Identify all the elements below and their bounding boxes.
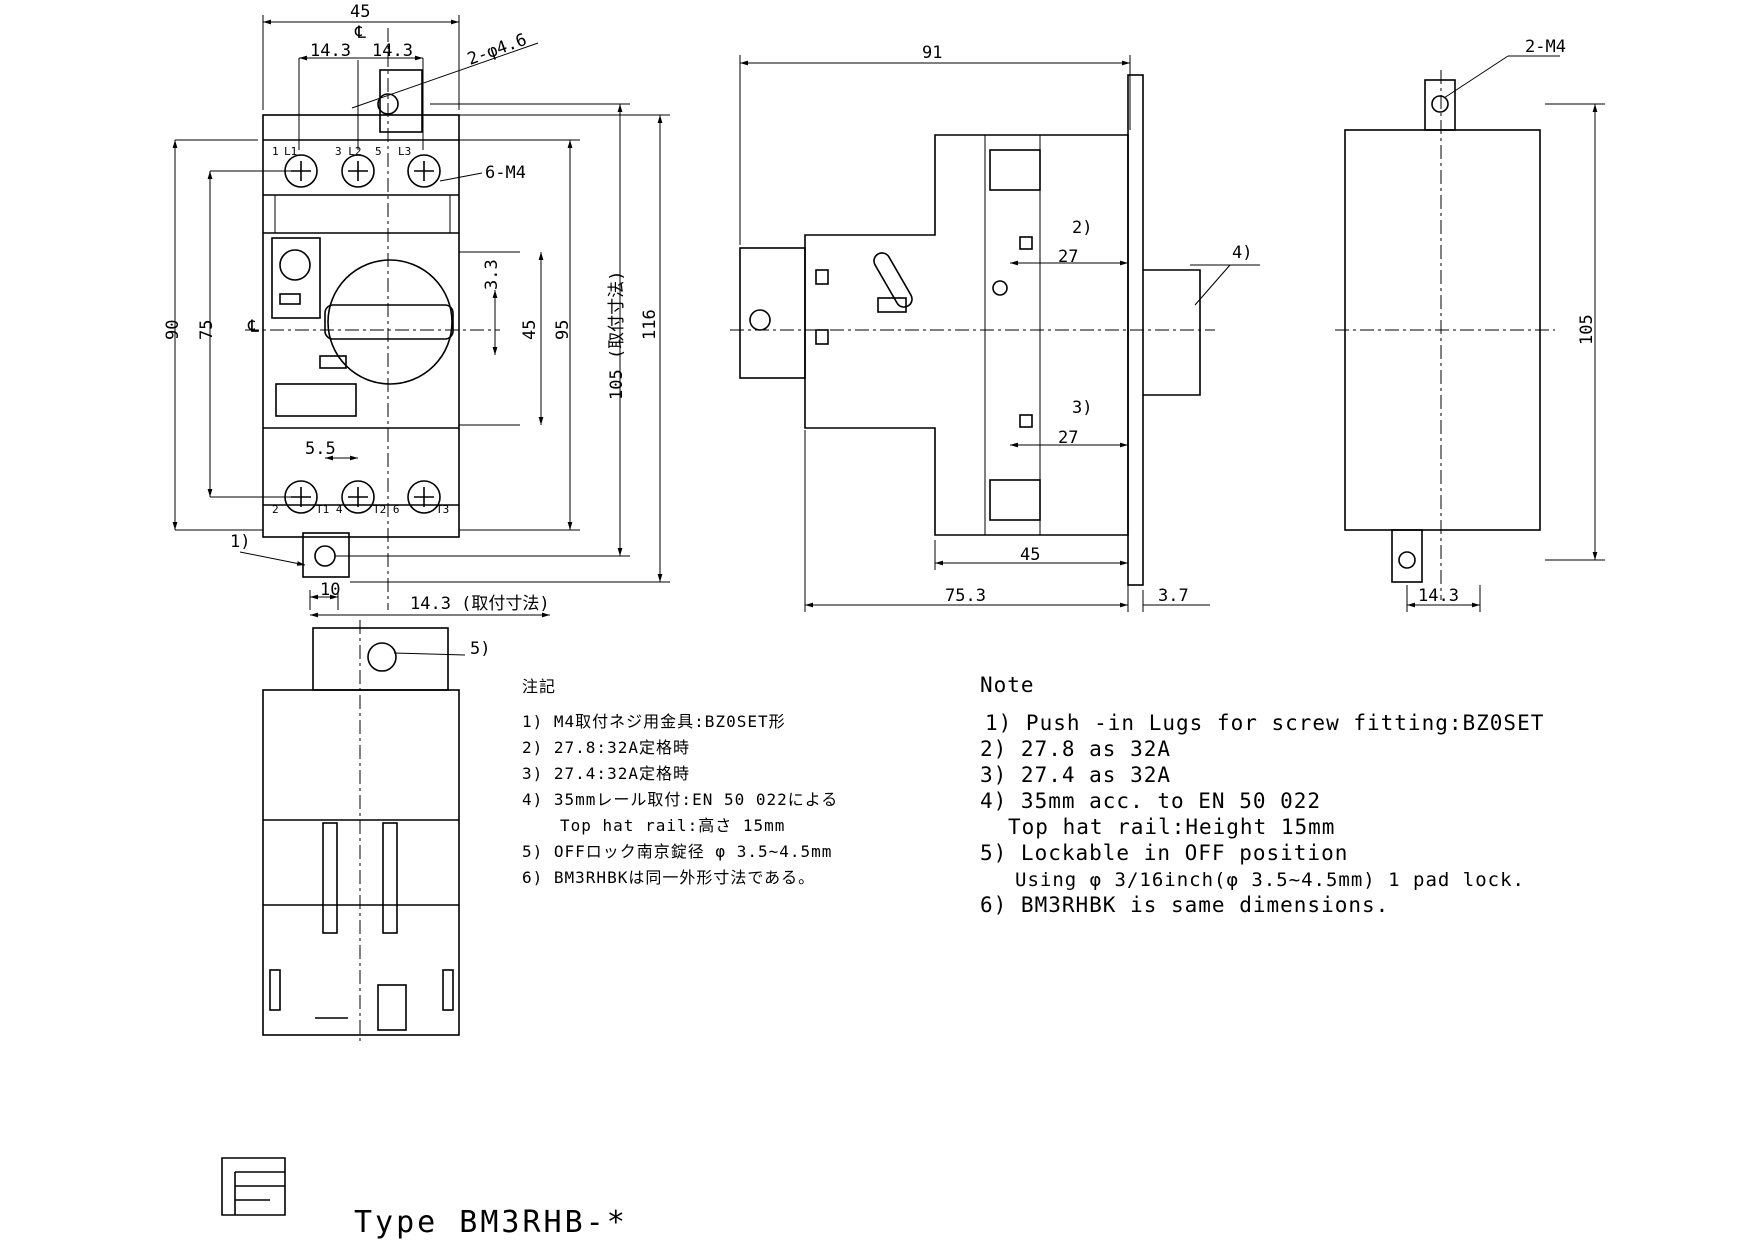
svg-text:2: 2 xyxy=(272,503,279,516)
note-ref-4: 4) xyxy=(1232,243,1252,263)
bottom-view xyxy=(262,620,466,1045)
note-ref-3: 3) xyxy=(1072,398,1092,418)
dim-width-45: 45 xyxy=(350,2,370,22)
notes-jp-4: 4) 35mmレール取付:EN 50 022による xyxy=(522,790,838,809)
side-view-dimensions xyxy=(739,55,1260,612)
notes-japanese: 注記 1) M4取付ネジ用金具:BZ0SET形 2) 27.8:32A定格時 3… xyxy=(522,677,838,887)
notes-english: Note 1) Push -in Lugs for screw fitting:… xyxy=(980,673,1544,917)
svg-text:T2 6: T2 6 xyxy=(373,503,400,516)
dim-27-top: 27 xyxy=(1058,247,1078,267)
front-view-dimensions xyxy=(172,15,670,618)
notes-en-5b: Using φ 3/16inch(φ 3.5~4.5mm) 1 pad lock… xyxy=(1015,869,1525,891)
notes-en-4: 4) 35mm acc. to EN 50 022 xyxy=(980,789,1321,813)
dim-10: 10 xyxy=(320,580,340,600)
front-view xyxy=(245,28,500,610)
dim-3-7: 3.7 xyxy=(1158,586,1189,606)
dim-pitch-right: 14.3 xyxy=(372,41,413,61)
svg-text:L1: L1 xyxy=(284,145,297,158)
notes-en-6: 6) BM3RHBK is same dimensions. xyxy=(980,893,1389,917)
svg-text:1: 1 xyxy=(272,145,279,158)
notes-jp-4b: Top hat rail:高さ 15mm xyxy=(560,816,785,835)
terminal-labels: 1 L1 3 L2 5 L3 2 T1 4 T2 6 T3 xyxy=(272,145,449,516)
notes-en-title: Note xyxy=(980,673,1035,697)
svg-text:T3: T3 xyxy=(436,503,449,516)
notes-jp-5: 5) OFFロック南京錠径 φ 3.5~4.5mm xyxy=(522,842,832,861)
note-ref-1: 1) xyxy=(230,532,250,552)
dim-105-mount: 105 (取付寸法) xyxy=(607,271,627,400)
notes-jp-2: 2) 27.8:32A定格時 xyxy=(522,738,690,757)
dim-105-back: 105 xyxy=(1577,314,1597,345)
notes-en-1: 1) Push -in Lugs for screw fitting:BZ0SE… xyxy=(985,711,1544,735)
note-ref-2: 2) xyxy=(1072,218,1092,238)
manufacturer-logo xyxy=(221,1157,286,1216)
dim-95: 95 xyxy=(553,320,573,340)
dim-45-side: 45 xyxy=(1020,545,1040,565)
centerline-mark-left: ℄ xyxy=(247,317,259,337)
svg-text:T1 4: T1 4 xyxy=(316,503,343,516)
notes-jp-1: 1) M4取付ネジ用金具:BZ0SET形 xyxy=(522,712,786,731)
notes-jp-title: 注記 xyxy=(522,677,556,696)
notes-jp-3: 3) 27.4:32A定格時 xyxy=(522,764,690,783)
notes-jp-6: 6) BM3RHBKは同一外形寸法である。 xyxy=(522,868,815,887)
dim-pitch-left: 14.3 xyxy=(310,41,351,61)
dim-45-vertical: 45 xyxy=(520,320,540,340)
dim-116: 116 xyxy=(640,309,660,340)
dim-27-bottom: 27 xyxy=(1058,428,1078,448)
dim-91: 91 xyxy=(922,43,942,63)
svg-text:L3: L3 xyxy=(398,145,411,158)
svg-text:3 L2: 3 L2 xyxy=(335,145,362,158)
dim-back-screws: 2-M4 xyxy=(1525,37,1566,57)
notes-en-5: 5) Lockable in OFF position xyxy=(980,841,1348,865)
note-ref-5: 5) xyxy=(470,639,490,659)
dim-5-5: 5.5 xyxy=(305,439,336,459)
dim-height-90: 90 xyxy=(163,320,183,340)
centerline-mark-top: ℄ xyxy=(354,23,366,43)
type-label: Type BM3RHB-* xyxy=(354,1205,628,1240)
side-view xyxy=(730,74,1215,586)
dim-height-75: 75 xyxy=(197,320,217,340)
dim-screws: 6-M4 xyxy=(485,163,526,183)
dim-hole: 2-φ4.6 xyxy=(465,30,530,70)
svg-text:5: 5 xyxy=(375,145,382,158)
dim-3-3: 3.3 xyxy=(482,259,502,290)
dim-14-3-back: 14.3 xyxy=(1418,586,1459,606)
notes-en-2: 2) 27.8 as 32A xyxy=(980,737,1171,761)
dim-75-3: 75.3 xyxy=(945,586,986,606)
dimension-labels: 45 14.3 14.3 ℄ 2-φ4.6 6-M4 90 75 ℄ 3.3 4… xyxy=(163,2,1597,659)
dim-14-3-mount: 14.3 (取付寸法) xyxy=(410,594,550,614)
back-view xyxy=(1335,55,1605,612)
notes-en-4b: Top hat rail:Height 15mm xyxy=(1008,815,1335,839)
notes-en-3: 3) 27.4 as 32A xyxy=(980,763,1171,787)
